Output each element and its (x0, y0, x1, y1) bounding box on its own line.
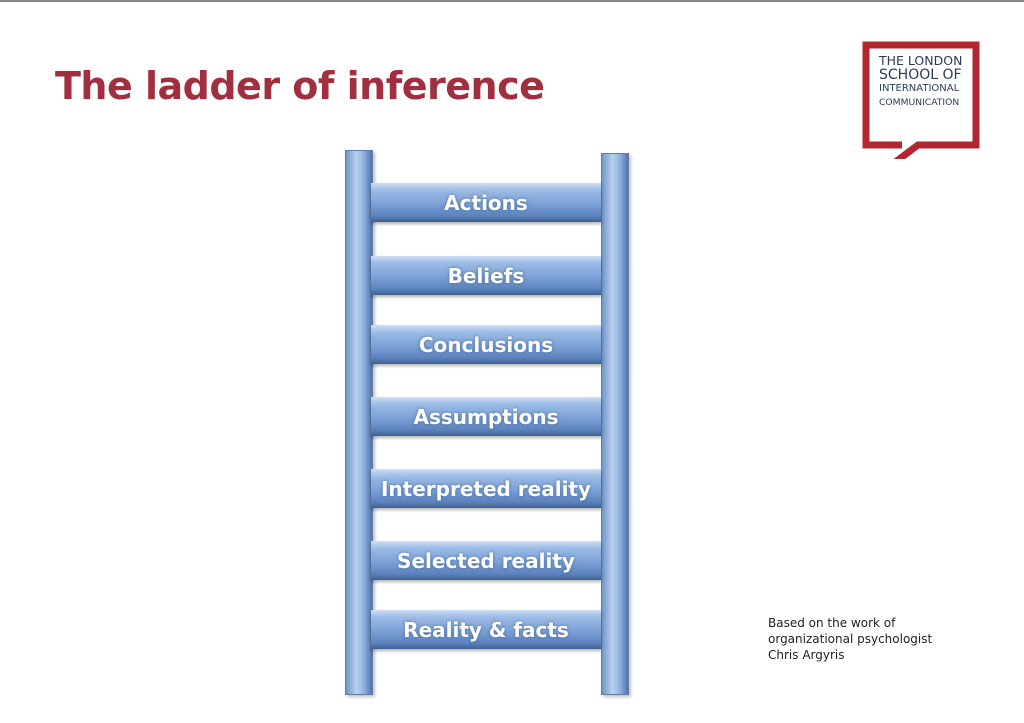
logo-frame-icon (862, 41, 980, 159)
rung-assumptions: Assumptions (371, 397, 601, 436)
rung-reality-facts: Reality & facts (371, 610, 601, 649)
rung-selected-reality: Selected reality (371, 541, 601, 580)
ladder-left-rail (345, 150, 373, 695)
rung-interpreted-reality: Interpreted reality (371, 469, 601, 508)
slide-title: The ladder of inference (55, 64, 545, 108)
note-line: Based on the work of (768, 616, 896, 630)
note-line: organizational psychologist (768, 632, 933, 646)
rung-beliefs: Beliefs (371, 256, 601, 295)
logo-line: THE LONDON (879, 53, 963, 68)
ladder-right-rail (601, 153, 629, 695)
logo-line: SCHOOL OF (879, 67, 962, 83)
logo-line: COMMUNICATION (879, 97, 960, 108)
attribution-note: Based on the work of organizational psyc… (768, 615, 932, 663)
rung-conclusions: Conclusions (371, 325, 601, 364)
rung-actions: Actions (371, 183, 601, 222)
note-line: Chris Argyris (768, 648, 845, 662)
top-border (0, 0, 1024, 2)
logo-line: INTERNATIONAL (879, 83, 960, 94)
logo-text: THE LONDON SCHOOL OF INTERNATIONAL COMMU… (879, 54, 962, 110)
